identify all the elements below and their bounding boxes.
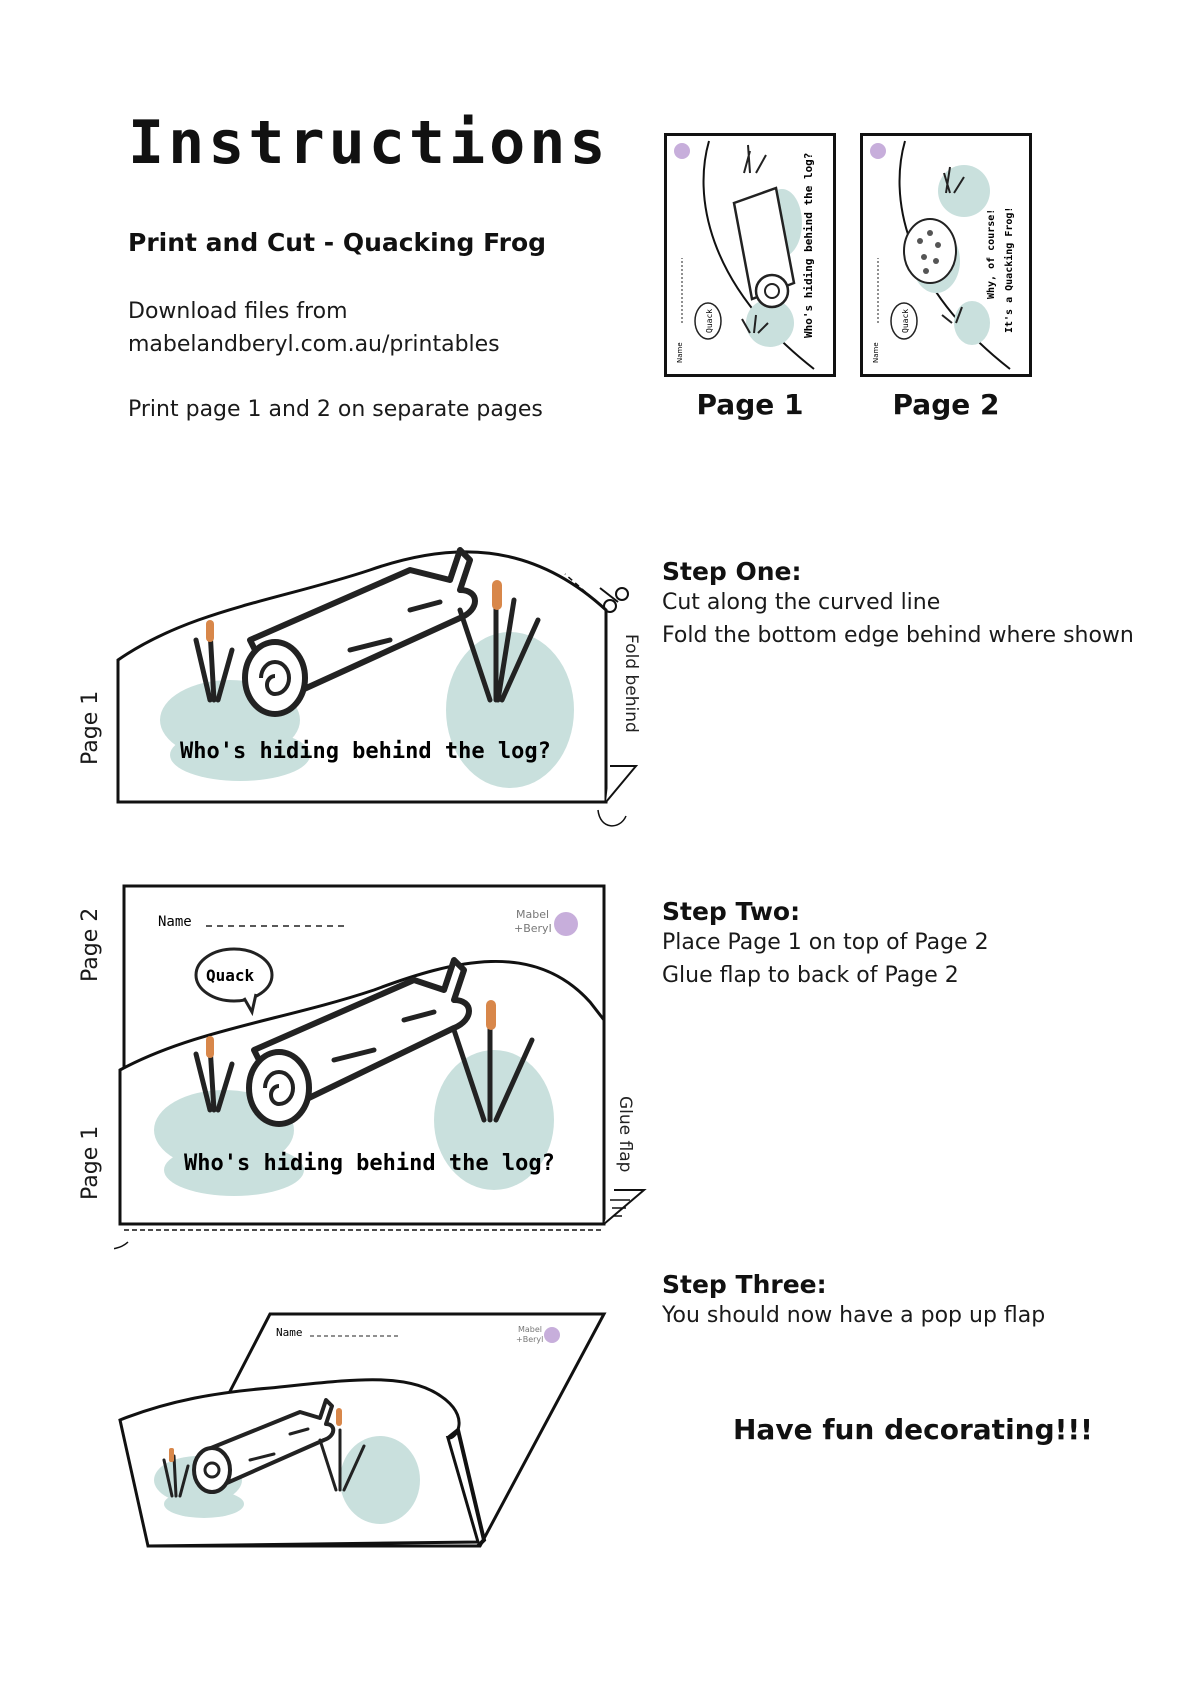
brand-badge-icon bbox=[554, 912, 578, 936]
brand-badge-icon bbox=[544, 1327, 560, 1343]
step-two-heading: Step Two: bbox=[662, 897, 801, 926]
bubble-text: Quack bbox=[206, 966, 255, 985]
page2-thumbnail: Quack Why, of course! It's a Quacking Fr… bbox=[860, 133, 1032, 377]
illustration-caption: Who's hiding behind the log? bbox=[180, 739, 551, 764]
step-two-page1-label: Page 1 bbox=[78, 1125, 103, 1200]
thumbnail-caption: Who's hiding behind the log? bbox=[802, 153, 815, 338]
page2-label: Page 2 bbox=[892, 388, 1000, 421]
illustration-caption: Who's hiding behind the log? bbox=[184, 1151, 555, 1176]
download-info: Download files from mabelandberyl.com.au… bbox=[128, 295, 500, 361]
speech-bubble-icon bbox=[694, 302, 722, 340]
speech-bubble-icon bbox=[890, 302, 918, 340]
name-label: Name bbox=[872, 342, 880, 363]
brand-line-1: Mabel bbox=[518, 1325, 542, 1334]
brand-line-1: Mabel bbox=[516, 908, 549, 921]
glue-label: Glue flap bbox=[615, 1096, 635, 1172]
step-one-page1-label: Page 1 bbox=[78, 690, 103, 765]
log-icon bbox=[732, 186, 796, 309]
bubble-text: Quack bbox=[705, 309, 714, 333]
thumbnail-caption-2: It's a Quacking Frog! bbox=[1003, 207, 1015, 333]
step-two-line-2: Glue flap to back of Page 2 bbox=[662, 963, 959, 988]
brand-badge-icon bbox=[674, 143, 690, 159]
log-icon bbox=[192, 1398, 336, 1494]
speech-bubble-icon bbox=[194, 947, 274, 1017]
subtitle: Print and Cut - Quacking Frog bbox=[128, 228, 547, 257]
step-three-heading: Step Three: bbox=[662, 1270, 827, 1299]
brand-line-2: +Beryl bbox=[516, 1335, 543, 1344]
step-two-page2-label: Page 2 bbox=[78, 907, 103, 982]
step-two: Step Two: Place Page 1 on top of Page 2 … bbox=[662, 897, 989, 992]
step-one-line-2: Fold the bottom edge behind where shown bbox=[662, 623, 1134, 648]
name-label: Name bbox=[276, 1326, 303, 1339]
scissors-icon bbox=[599, 587, 629, 613]
brand-line-2: +Beryl bbox=[514, 922, 552, 935]
step-two-line-1: Place Page 1 on top of Page 2 bbox=[662, 930, 989, 955]
step-three-line-1: You should now have a pop up flap bbox=[662, 1303, 1046, 1328]
step-three-illustration: Name Mabel +Beryl bbox=[118, 1312, 607, 1548]
page-title: Instructions bbox=[128, 108, 610, 178]
step-one-line-1: Cut along the curved line bbox=[662, 590, 941, 615]
step-three: Step Three: You should now have a pop up… bbox=[662, 1270, 1045, 1332]
thumbnail-caption-1: Why, of course! bbox=[986, 209, 997, 299]
name-label: Name bbox=[676, 342, 684, 363]
step-one-heading: Step One: bbox=[662, 557, 802, 586]
frog-icon bbox=[903, 218, 957, 284]
fold-label: Fold behind bbox=[621, 634, 641, 733]
fold-arrow-icon bbox=[114, 1241, 129, 1250]
download-line: Download files from bbox=[128, 299, 348, 324]
step-one: Step One: Cut along the curved line Fold… bbox=[662, 557, 1134, 652]
step-two-illustration: Name Mabel +Beryl Quack Who's hiding beh… bbox=[114, 884, 647, 1250]
page1-thumbnail: Quack Who's hiding behind the log? Name bbox=[664, 133, 836, 377]
closing-message: Have fun decorating!!! bbox=[733, 1413, 1093, 1446]
name-label: Name bbox=[158, 914, 192, 930]
fold-arrow-icon bbox=[597, 809, 627, 827]
brand-badge-icon bbox=[870, 143, 886, 159]
print-note: Print page 1 and 2 on separate pages bbox=[128, 397, 543, 422]
bubble-text: Quack bbox=[901, 309, 910, 333]
download-url: mabelandberyl.com.au/printables bbox=[128, 332, 500, 357]
step-one-illustration: Who's hiding behind the log? Fold behind bbox=[116, 547, 641, 827]
page1-label: Page 1 bbox=[696, 388, 804, 421]
log-icon bbox=[242, 547, 478, 717]
